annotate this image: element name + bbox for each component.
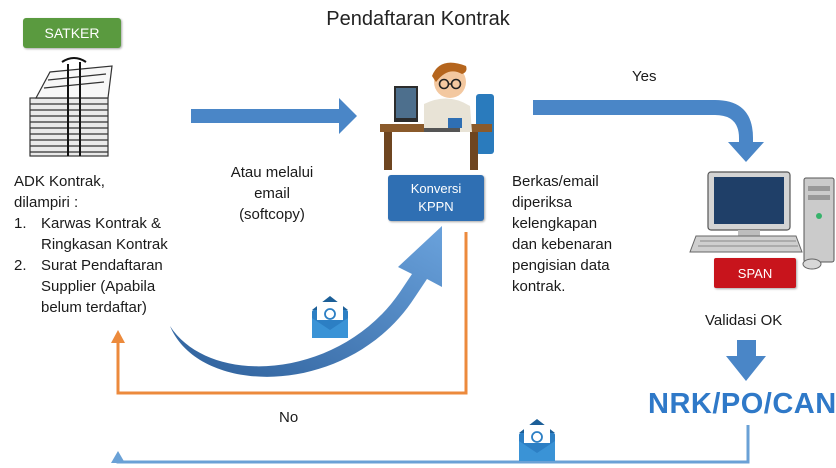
output-label: NRK/PO/CAN [648,388,836,420]
adk-heading-line-1: ADK Kontrak, [14,173,105,190]
email-note-line: email [254,185,290,202]
email-curve-arrow [170,226,442,377]
adk-description: ADK Kontrak, dilampiri : 1. Karwas Kontr… [14,171,214,318]
workstation-computer-icon [689,171,835,270]
satker-label: SATKER [44,25,100,41]
span-box: SPAN [714,258,796,288]
attachment-line: Ringkasan Kontrak [41,236,168,253]
email-note-line: (softcopy) [239,206,305,223]
document-stack-icon [29,57,113,157]
attachment-line: Surat Pendaftaran [41,257,163,274]
check-note-line: kontrak. [512,278,566,295]
email-note: Atau melalui email (softcopy) [212,162,332,225]
satker-box: SATKER [23,18,121,48]
check-note-line: dan kebenaran [512,236,613,253]
no-feedback-arrowhead [111,330,125,343]
attachment-item: 1. Karwas Kontrak & Ringkasan Kontrak [14,213,214,255]
span-to-output-arrow [726,340,766,381]
officer-at-computer-icon [380,62,494,170]
diagram-title: Pendaftaran Kontrak [326,8,510,30]
check-note-line: pengisian data [512,257,610,274]
email-note-line: Atau melalui [230,164,314,181]
konversi-label-line-1: Konversi [410,181,462,196]
email-envelope-icon [519,419,555,461]
attachment-number: 1. [14,215,27,232]
attachment-item: 2. Surat Pendaftaran Supplier (Apabila b… [14,255,214,318]
satker-to-kppn-arrow [191,98,357,134]
check-note-line: kelengkapan [512,215,598,232]
attachment-line: Karwas Kontrak & [41,215,162,232]
check-note: Berkas/email diperiksa kelengkapan dan k… [512,171,652,297]
konversi-kppn-box: Konversi KPPN [388,175,484,221]
attachment-line: belum terdaftar) [41,299,147,316]
no-feedback-line [116,232,468,395]
email-envelope-icon [312,296,348,338]
attachment-line: Supplier (Apabila [41,278,156,295]
check-note-line: Berkas/email [512,173,599,190]
attachment-number: 2. [14,257,27,274]
konversi-label-line-2: KPPN [418,199,454,214]
no-label: No [279,409,299,426]
validasi-label: Validasi OK [705,312,783,329]
check-note-line: diperiksa [512,194,573,211]
adk-heading-line-2: dilampiri : [14,194,79,211]
span-label: SPAN [737,265,773,281]
return-arrowhead [111,451,125,463]
return-line [116,425,750,464]
kppn-to-span-arrow [533,100,764,162]
yes-label: Yes [632,68,657,85]
attachment-list: 1. Karwas Kontrak & Ringkasan Kontrak 2.… [14,213,214,318]
